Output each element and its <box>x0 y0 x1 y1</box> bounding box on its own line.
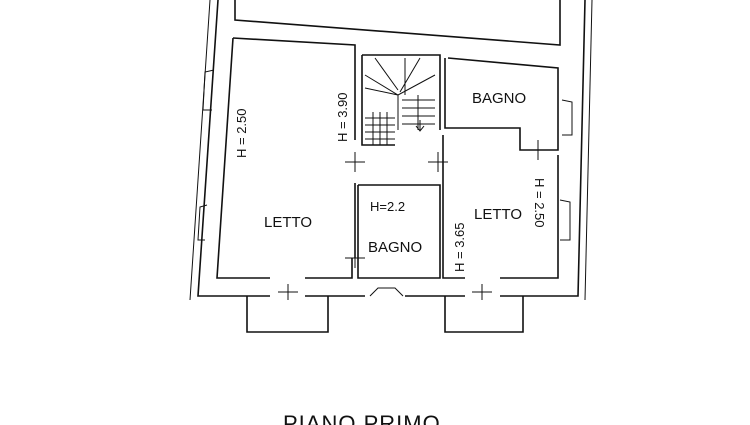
room-bagno-center: BAGNO <box>368 239 422 256</box>
balcony-right <box>444 296 524 333</box>
height-bagno-center: H=2.2 <box>370 199 405 214</box>
height-letto-right-inner: H = 3.65 <box>452 222 467 272</box>
bagno-top-walls <box>444 57 559 151</box>
room-letto-left: LETTO <box>264 214 312 231</box>
bagno-window <box>369 287 404 297</box>
door-ticks <box>278 140 548 300</box>
bagno-center-walls <box>354 183 441 279</box>
balcony-left <box>246 296 329 333</box>
room-letto-right: LETTO <box>474 206 522 223</box>
stair-hall <box>361 54 441 146</box>
outer-walls <box>189 0 593 301</box>
room-bagno-top: BAGNO <box>472 90 526 107</box>
side-windows <box>197 69 573 241</box>
plan-title: PIANO PRIMO <box>283 411 441 425</box>
height-letto-right-wall: H = 2.50 <box>532 178 547 228</box>
height-stair-hall: H = 3.90 <box>335 92 350 142</box>
letto-right-walls <box>442 135 559 279</box>
height-letto-left: H = 2.50 <box>234 108 249 158</box>
letto-left-walls <box>216 37 356 279</box>
